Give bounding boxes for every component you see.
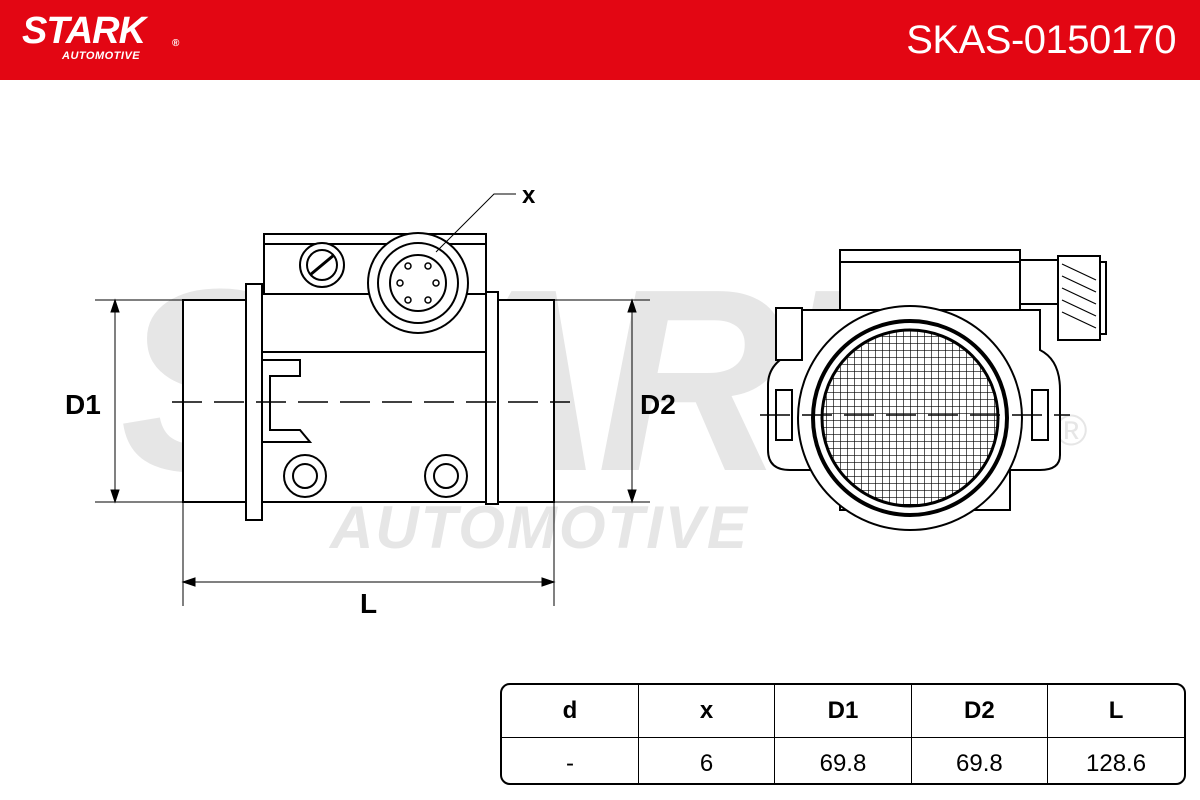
front-connector-collar — [1019, 259, 1061, 305]
front-mesh-screen — [820, 328, 1000, 508]
header-d2: D2 — [910, 685, 1049, 738]
value-d2: 69.8 — [910, 737, 1049, 783]
outlet-flange — [485, 291, 499, 505]
watermark-subtitle: AUTOMOTIVE — [328, 494, 749, 561]
dimension-labels: D1 D2 L x — [65, 182, 676, 619]
logo-brand: STARK — [22, 10, 146, 52]
inlet-tube — [182, 299, 249, 503]
logo-subtitle: AUTOMOTIVE — [62, 50, 141, 62]
value-d: - — [502, 737, 639, 783]
header-bar: STARK ® AUTOMOTIVE SKAS-0150170 — [0, 0, 1200, 80]
value-d1: 69.8 — [774, 737, 912, 783]
spec-table: d x D1 D2 L - 6 69.8 69.8 128.6 — [500, 683, 1186, 785]
label-connector-pins: x — [522, 182, 536, 209]
spec-table-header-row: d x D1 D2 L — [502, 685, 1184, 738]
label-d1: D1 — [65, 389, 101, 420]
stark-logo: STARK ® AUTOMOTIVE — [22, 10, 179, 62]
front-housing — [839, 249, 1021, 311]
front-view — [760, 249, 1107, 531]
technical-drawing: STARK AUTOMOTIVE ® — [0, 80, 1200, 680]
label-length: L — [360, 588, 377, 619]
dimension-lines — [95, 193, 650, 606]
side-view — [172, 232, 570, 521]
spec-table-grid: d x D1 D2 L - 6 69.8 69.8 128.6 — [502, 685, 1184, 783]
connector-pins — [396, 262, 440, 304]
header-x: x — [637, 685, 776, 738]
drawing-svg: STARK AUTOMOTIVE ® — [65, 182, 1107, 619]
header-l: L — [1047, 685, 1184, 738]
label-d2: D2 — [640, 389, 676, 420]
outlet-tube — [497, 299, 555, 503]
value-x: 6 — [637, 737, 776, 783]
logo-registered-mark: ® — [172, 38, 180, 49]
spec-table-value-row: - 6 69.8 69.8 128.6 — [502, 737, 1184, 783]
header-d1: D1 — [774, 685, 912, 738]
front-side-port — [775, 307, 803, 361]
header-d: d — [502, 685, 639, 738]
part-number: SKAS-0150170 — [906, 18, 1176, 62]
value-l: 128.6 — [1047, 737, 1184, 783]
